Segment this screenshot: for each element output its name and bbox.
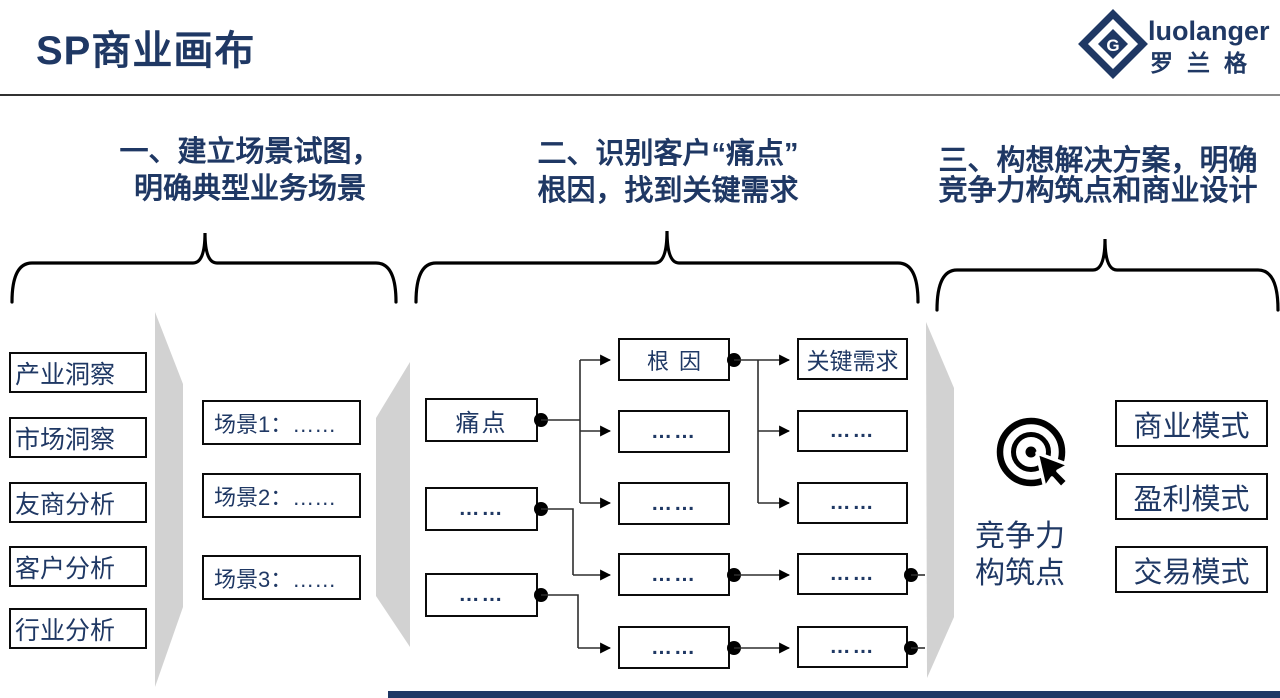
section-1-header-line2: 明确典型业务场景 [133, 173, 366, 205]
bottom-accent-bar [388, 691, 1280, 698]
pain-ellipsis-box-1: …… [425, 487, 538, 531]
root-ellipsis-box-1: …… [618, 410, 730, 453]
brace-section-1 [10, 232, 398, 304]
target-icon [996, 417, 1071, 490]
cursor-icon [1035, 451, 1071, 490]
analysis-box-industry-insight: 产业洞察 [9, 352, 147, 393]
page-title: SP商业画布 [36, 29, 256, 73]
analysis-box-sector-analysis: 行业分析 [9, 608, 147, 649]
root-ellipsis-box-4: …… [618, 626, 730, 669]
pain-point-box: 痛点 [425, 398, 538, 442]
root-ellipsis-box-3: …… [618, 553, 730, 596]
need-ellipsis-box-3: …… [797, 553, 908, 595]
key-need-box: 关键需求 [797, 338, 908, 380]
section-2-header-line2: 根因，找到关键需求 [537, 175, 799, 207]
analysis-box-competitor-analysis: 友商分析 [9, 482, 147, 523]
funnel-shape-3 [926, 322, 954, 678]
analysis-box-market-insight: 市场洞察 [9, 417, 147, 458]
brace-section-2 [414, 230, 920, 304]
brand-diamond-icon: G [1078, 9, 1148, 79]
scenario-box-1: 场景1：…… [202, 400, 361, 445]
scenario-box-3: 场景3：…… [202, 555, 361, 600]
funnel-shape-2 [376, 362, 410, 647]
pain-to-root-connectors [534, 354, 612, 654]
need-ellipsis-box-1: …… [797, 410, 908, 452]
brace-section-3 [935, 238, 1280, 312]
mode-box-profit: 盈利模式 [1115, 473, 1268, 520]
mode-box-transaction: 交易模式 [1115, 546, 1268, 593]
section-1-header-line1: 一、建立场景试图， [119, 136, 381, 168]
pain-ellipsis-box-2: …… [425, 573, 538, 617]
section-3-header-line1: 三、构想解决方案，明确 [938, 145, 1258, 177]
need-ellipsis-box-4: …… [797, 626, 908, 668]
need-ellipsis-box-2: …… [797, 482, 908, 524]
brand-name: luolanger [1148, 16, 1270, 46]
section-2-header-line1: 二、识别客户“痛点” [537, 138, 799, 170]
funnel-shape-1 [155, 312, 183, 687]
root-cause-box: 根因 [618, 338, 730, 381]
root-ellipsis-box-2: …… [618, 482, 730, 525]
competitive-point-line1: 竞争力 [975, 520, 1065, 553]
title-divider [0, 94, 1280, 96]
section-3-header: 三、构想解决方案，明确 竞争力构筑点和商业设计 [916, 146, 1280, 206]
mode-box-business: 商业模式 [1115, 400, 1268, 447]
section-1-header: 一、建立场景试图， 明确典型业务场景 [88, 134, 412, 208]
section-2-header: 二、识别客户“痛点” 根因，找到关键需求 [486, 136, 850, 210]
root-to-need-connectors [727, 353, 791, 655]
brand-name-cn: 罗兰格 [1150, 50, 1261, 76]
analysis-box-customer-analysis: 客户分析 [9, 546, 147, 587]
competitive-point-line2: 构筑点 [975, 557, 1065, 590]
competitive-point-label: 竞争力 构筑点 [975, 518, 1105, 592]
scenario-box-2: 场景2：…… [202, 473, 361, 518]
section-3-header-line2: 竞争力构筑点和商业设计 [938, 175, 1258, 207]
brand-monogram: G [1106, 36, 1119, 55]
